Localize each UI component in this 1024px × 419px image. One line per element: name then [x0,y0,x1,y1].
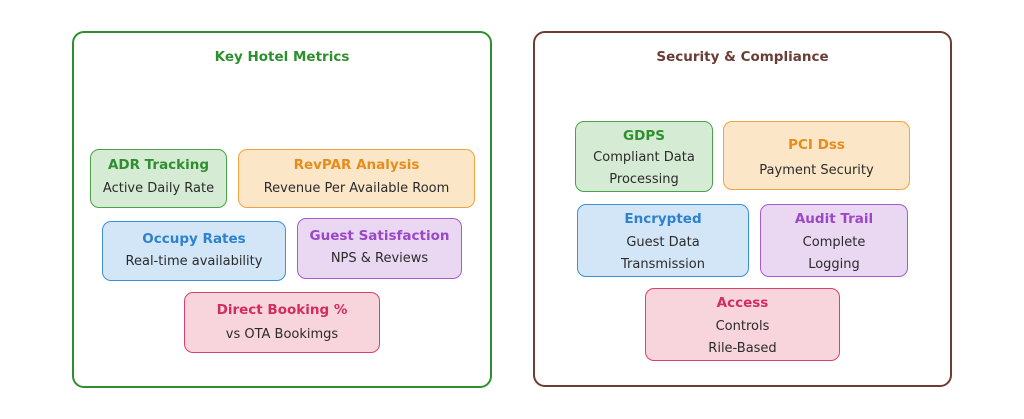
occupy-rates-desc: Real-time availability [125,254,263,269]
audit-trail-title: Audit Trail [794,211,874,227]
guest-satisfaction-card: Guest Satisfaction NPS & Reviews [297,218,462,279]
encrypted-desc-line1: Guest Data [626,235,700,250]
audit-trail-card: Audit Trail Complete Logging [760,204,908,277]
security-compliance-panel: Security & Compliance [533,31,952,387]
gdps-desc-line1: Compliant Data [593,150,695,165]
encrypted-card: Encrypted Guest Data Transmission [577,204,749,277]
access-title: Access [716,295,769,311]
security-compliance-title: Security & Compliance [656,49,829,65]
key-hotel-metrics-title: Key Hotel Metrics [214,49,350,65]
adr-tracking-title: ADR Tracking [107,157,210,173]
access-card: Access Controls Rile-Based [645,288,840,361]
access-desc-line2: Rile-Based [708,341,777,356]
revpar-analysis-desc: Revenue Per Available Room [263,181,450,196]
audit-trail-desc-line2: Logging [808,257,860,272]
pci-dss-desc: Payment Security [759,163,874,178]
adr-tracking-desc: Active Daily Rate [102,181,215,196]
guest-satisfaction-title: Guest Satisfaction [309,228,450,244]
revpar-analysis-title: RevPAR Analysis [293,157,420,173]
direct-booking-card: Direct Booking % vs OTA Bookimgs [184,292,380,353]
direct-booking-title: Direct Booking % [216,302,348,318]
audit-trail-desc-line1: Complete [802,235,866,250]
access-desc-line1: Controls [715,319,770,334]
direct-booking-desc: vs OTA Bookimgs [225,327,339,342]
gdps-card: GDPS Compliant Data Processing [575,121,713,192]
guest-satisfaction-desc: NPS & Reviews [330,251,429,266]
pci-dss-card: PCI Dss Payment Security [723,121,910,190]
encrypted-title: Encrypted [624,211,702,227]
key-hotel-metrics-panel: Key Hotel Metrics [72,31,492,388]
pci-dss-title: PCI Dss [788,137,845,153]
gdps-desc-line2: Processing [609,172,679,187]
adr-tracking-card: ADR Tracking Active Daily Rate [90,149,227,208]
encrypted-desc-line2: Transmission [621,257,705,272]
occupy-rates-card: Occupy Rates Real-time availability [102,221,286,281]
gdps-title: GDPS [623,128,665,144]
occupy-rates-title: Occupy Rates [142,231,246,247]
revpar-analysis-card: RevPAR Analysis Revenue Per Available Ro… [238,149,475,208]
